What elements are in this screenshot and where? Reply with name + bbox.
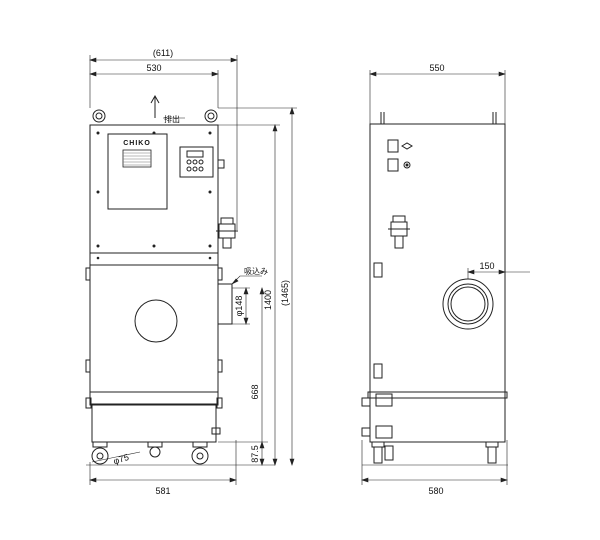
side-bottom-band [367,391,508,399]
inlet-opening [134,299,178,343]
side-flange-right-2 [217,359,223,373]
lower-cabinet [89,252,219,406]
dim-overall-width-ref: (611) [153,48,173,58]
side-flange-left-2 [85,359,91,373]
inlet-duct [217,283,233,325]
caster-left [91,441,109,465]
dim-height-668: 668 [250,384,260,399]
air-regulator-side [388,215,410,249]
side-sensor-icon [401,142,413,150]
front-view [85,94,275,466]
side-handles [380,112,497,124]
label-suction: 吸込み [244,267,268,276]
side-caster-left [371,441,394,464]
side-clamp-hardware [361,393,393,439]
lower-screws [96,256,212,260]
dim-caster-diameter: φ75 [112,452,130,466]
caster-right [191,441,209,465]
exhaust-arrow [150,94,160,118]
side-latch-lower [373,363,383,379]
bin-latch [211,427,221,435]
side-switch-box [387,139,399,153]
controller-box [179,146,214,178]
dim-front-top-width: 530 [146,63,161,73]
side-caster-right [485,441,499,464]
air-regulator-front [216,217,238,249]
dim-inlet-diameter: φ148 [234,296,244,317]
dust-bin [91,403,217,443]
control-panel-plate [107,133,168,210]
side-cabinet [369,123,506,443]
bin-clamp-left [85,397,92,409]
dim-overall-height-ref: (1465) [280,280,290,306]
side-indicator-box [387,158,399,172]
front-dimension-lines [89,55,297,485]
side-flange-right [217,267,223,281]
side-dimension-lines [361,70,530,485]
dim-side-inlet-offset: 150 [479,261,494,271]
dust-bin-band [89,391,219,405]
side-connector [217,159,225,169]
vent-grille [122,149,152,168]
lifting-eye-right [204,109,218,123]
controller-buttons [186,159,204,172]
side-latch-upper [373,262,383,278]
upper-cabinet [89,124,219,254]
brand-logo: CHIKO [123,140,151,147]
dim-side-top-width: 550 [429,63,444,73]
side-inlet-flange [442,278,494,330]
side-flange-left [85,267,91,281]
label-exhaust: 排出 [164,114,180,124]
dim-side-bottom-width: 580 [428,486,443,496]
dim-height-1400: 1400 [263,290,273,310]
dim-height-87-5: 87.5 [250,445,260,463]
side-gauge [403,161,411,169]
lifting-eye-left [92,109,106,123]
cabinet-screws [96,131,212,248]
side-view [361,112,508,466]
bin-clamp-right [216,397,223,409]
dim-front-bottom-width: 581 [155,486,170,496]
caster-middle [147,441,163,458]
controller-display [186,150,204,158]
